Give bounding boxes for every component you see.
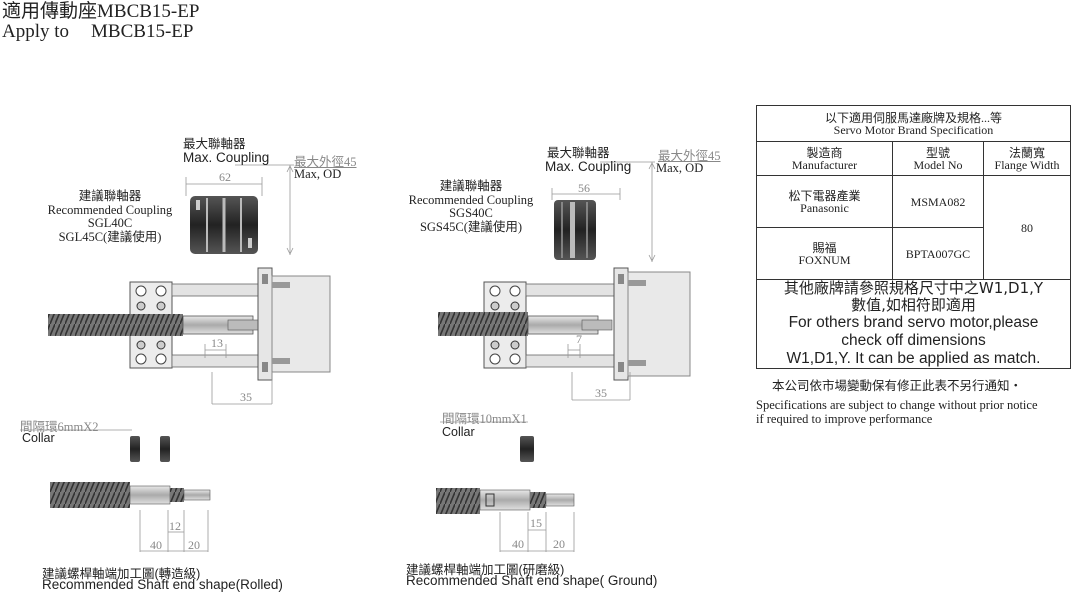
right-rec-coupling-cn: 建議聯軸器: [439, 179, 503, 193]
right-max-coupling-cn: 最大聯軸器: [547, 146, 610, 160]
col-header-flange: 法蘭寬 Flange Width: [983, 141, 1071, 176]
right-shaft-dim-20: 20: [553, 537, 565, 551]
left-max-od-en: Max, OD: [294, 167, 342, 181]
right-dim-35: 35: [595, 386, 607, 400]
left-recommended-coupling: 建議聯軸器 Recommended Coupling SGL40C SGL45C…: [30, 189, 190, 244]
row2-maker-en: FOXNUM: [798, 252, 851, 267]
spec-table-title-cn: 以下適用伺服馬達廠牌及規格...等: [824, 110, 1002, 125]
right-shaft-dim-15: 15: [530, 516, 542, 530]
left-max-coupling-cn: 最大聯軸器: [183, 137, 246, 151]
left-shaft-caption-cn: 建議螺桿軸端加工圖(轉造級): [42, 567, 201, 581]
left-dim-35: 35: [240, 390, 252, 404]
left-rec-model-2: SGL45C(建議使用): [58, 229, 162, 244]
right-max-od-en: Max, OD: [656, 161, 704, 175]
col-header-flange-en: Flange Width: [994, 157, 1060, 172]
right-assembly-drawing: [438, 161, 691, 401]
left-rec-coupling-cn: 建議聯軸器: [78, 189, 142, 203]
col-header-manufacturer: 製造商 Manufacturer: [756, 141, 893, 176]
col-header-model: 型號 Model No: [892, 141, 984, 176]
left-max-coupling-en: Max. Coupling: [183, 150, 270, 165]
left-collar-cn: 間隔環6mmX2: [20, 420, 99, 434]
spec-table-title-en: Servo Motor Brand Specification: [833, 122, 994, 137]
right-collar-drawing: [440, 421, 534, 462]
apply-to-model: MBCB15-EP: [91, 21, 194, 42]
note-cn-line1: 其他廠牌請參照規格尺寸中之W1,D1,Y: [783, 279, 1044, 297]
row2-maker-cn: 賜福: [812, 240, 837, 255]
right-max-coupling-en: Max. Coupling: [545, 159, 632, 174]
left-collar-drawing: [20, 429, 170, 462]
right-rec-coupling-en: Recommended Coupling: [408, 192, 534, 207]
right-coupling-length: 56: [578, 181, 590, 195]
right-collar-en: Collar: [442, 425, 475, 439]
page-title-cn: 適用傳動座MBCB15-EP: [2, 1, 200, 22]
left-dim-13: 13: [211, 336, 223, 350]
right-max-od-cn: 最大外徑45: [658, 149, 721, 163]
note-en-line1: For others brand servo motor,please: [788, 314, 1039, 331]
note-cn-line2: 數值,如相符即適用: [851, 296, 976, 314]
row1-maker: 松下電器產業 Panasonic: [756, 175, 893, 228]
table-row: 賜福 FOXNUM BPTA007GC: [756, 227, 1071, 280]
note-en-line2: check off dimensions: [841, 332, 986, 349]
right-shaft-caption-en: Recommended Shaft end shape( Ground): [406, 573, 658, 588]
right-rec-model-1: SGS40C: [449, 206, 493, 220]
col-header-model-cn: 型號: [925, 145, 950, 160]
right-shaft-dim-40: 40: [512, 537, 524, 551]
left-shaft-dim-40: 40: [150, 538, 162, 552]
col-header-manufacturer-cn: 製造商: [806, 145, 843, 160]
other-brands-note: 其他廠牌請參照規格尺寸中之W1,D1,Y 數值,如相符即適用 For other…: [756, 279, 1071, 369]
apply-to-label: Apply to: [2, 21, 70, 42]
right-shaft-caption-cn: 建議螺桿軸端加工圖(研磨級): [406, 563, 565, 577]
note-en-line3: W1,D1,Y. It can be applied as match.: [786, 350, 1041, 367]
col-header-model-en: Model No: [913, 157, 963, 172]
table-row: 松下電器產業 Panasonic MSMA082 80: [756, 175, 1071, 280]
right-recommended-coupling: 建議聯軸器 Recommended Coupling SGS40C SGS45C…: [396, 179, 546, 234]
row1-maker-en: Panasonic: [800, 200, 849, 215]
right-dim-7: 7: [576, 332, 582, 346]
disclaimer-en-2: if required to improve performance: [756, 412, 933, 426]
left-shaft-caption-en: Recommended Shaft end shape(Rolled): [42, 577, 283, 592]
row1-model: MSMA082: [892, 175, 984, 228]
row2-model: BPTA007GC: [892, 227, 984, 280]
flange-width-value: 80: [983, 175, 1071, 280]
col-header-manufacturer-en: Manufacturer: [791, 157, 858, 172]
left-rec-coupling-en: Recommended Coupling: [47, 202, 173, 217]
servo-motor-spec-table: 以下適用伺服馬達廠牌及規格...等 Servo Motor Brand Spec…: [756, 105, 1071, 369]
left-shaft-drawing: [50, 482, 211, 552]
col-header-flange-cn: 法蘭寬: [1008, 145, 1045, 160]
left-max-od-cn: 最大外徑45: [294, 155, 357, 169]
right-rec-model-2: SGS45C(建議使用): [419, 219, 523, 234]
page-title-en: Apply to MBCB15-EP: [2, 22, 193, 42]
right-shaft-drawing: [436, 488, 575, 552]
disclaimer-cn: 本公司依市場變動保有修正此表不另行通知・: [772, 379, 1023, 393]
spec-table-title: 以下適用伺服馬達廠牌及規格...等 Servo Motor Brand Spec…: [756, 105, 1071, 142]
right-collar-cn: 間隔環10mmX1: [442, 412, 527, 426]
left-shaft-dim-20: 20: [188, 538, 200, 552]
row1-maker-cn: 松下電器產業: [788, 188, 861, 203]
left-rec-model-1: SGL40C: [87, 216, 133, 230]
left-shaft-dim-12: 12: [169, 519, 181, 533]
left-assembly-drawing: [48, 164, 331, 405]
row2-maker: 賜福 FOXNUM: [756, 227, 893, 280]
disclaimer-en-1: Specifications are subject to change wit…: [756, 398, 1038, 412]
left-collar-en: Collar: [22, 431, 55, 445]
left-coupling-length: 62: [219, 170, 231, 184]
